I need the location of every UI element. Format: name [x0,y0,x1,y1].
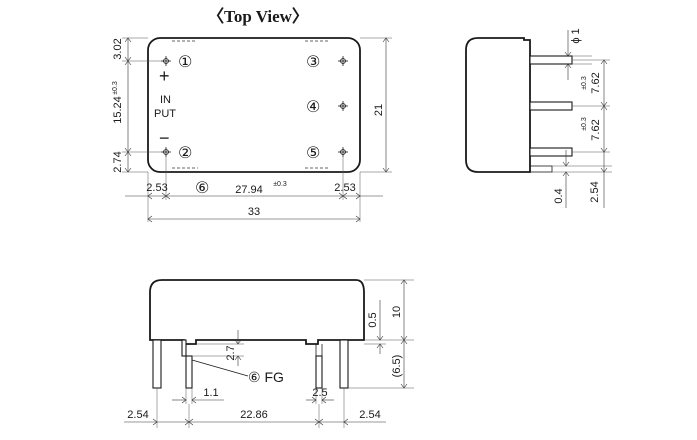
top-view-outline [147,37,361,173]
dim-0-5: 0.5 [367,312,379,327]
side-view: ϕ 1 7.62 ±0.3 7.62 ±0.3 0.4 2.54 [465,28,612,208]
fg-label: ⑥ FG [248,369,284,385]
dim-27-94-tol: ±0.3 [273,181,287,188]
minus-sign: − [159,128,170,148]
front-pin-fg [181,339,187,357]
front-pin-mid-right [315,355,323,389]
dim-7-62-lower: 7.62 [590,119,602,140]
dim-21: 21 [373,104,385,116]
side-pin-2 [529,101,573,111]
front-view-outline [149,279,365,345]
dim-2-5: 2.5 [312,387,327,399]
side-pin-6-stub [529,165,553,173]
fg-leader-line [191,359,249,377]
pin-label-1: ① [178,52,192,71]
dim-10: 10 [391,306,403,318]
top-view: ① ② ③ ④ ⑤ + IN PUT − 3.02 15.24 ±0.3 2.7… [112,37,392,223]
pin-crosshair-1 [161,56,171,66]
dim-0-4: 0.4 [553,188,565,203]
dim-2-54-right: 2.54 [359,409,380,421]
plus-sign: + [159,66,170,86]
dim-6-5: (6.5) [391,355,403,378]
side-pin-1 [529,55,573,65]
dim-7-62-lower-tol: ±0.3 [581,117,588,131]
front-pin-right [339,339,349,389]
input-label-line1: IN [160,94,171,106]
front-pin-left [152,339,162,389]
dim-7-62-upper-tol: ±0.3 [581,76,588,90]
dim-phi-1: ϕ 1 [570,28,582,43]
dim-15-24-tol: ±0.3 [112,81,119,95]
pin-label-4: ④ [306,97,320,116]
pin-label-5: ⑤ [306,143,320,162]
dim-2-54-side: 2.54 [589,181,601,202]
dim-1-1: 1.1 [203,387,218,399]
dim-2-7: 2.7 [225,345,237,360]
dim-2-53-right: 2.53 [334,182,355,194]
pin-crosshair-4 [338,101,348,111]
dim-15-24: 15.24 [112,96,124,124]
side-view-outline [465,37,531,173]
dim-2-53-left: 2.53 [146,182,167,194]
dim-3-02: 3.02 [112,38,124,59]
front-view: 10 0.5 (6.5) 2.7 ⑥ FG 1.1 2.5 [124,279,414,428]
dim-2-54-left: 2.54 [127,409,148,421]
pin-label-2: ② [178,143,192,162]
view-title: 〈Top View〉 [207,6,309,26]
dim-2-74: 2.74 [112,151,124,172]
front-pin-mid-left [185,355,193,389]
input-label-line2: PUT [154,108,176,120]
dim-27-94: 27.94 [235,184,263,196]
pin-label-6: ⑥ [195,178,209,197]
dim-7-62-upper: 7.62 [590,72,602,93]
dim-22-86: 22.86 [240,409,268,421]
dim-33: 33 [248,206,260,218]
pin-crosshair-3 [338,56,348,66]
pin-label-3: ③ [306,52,320,71]
